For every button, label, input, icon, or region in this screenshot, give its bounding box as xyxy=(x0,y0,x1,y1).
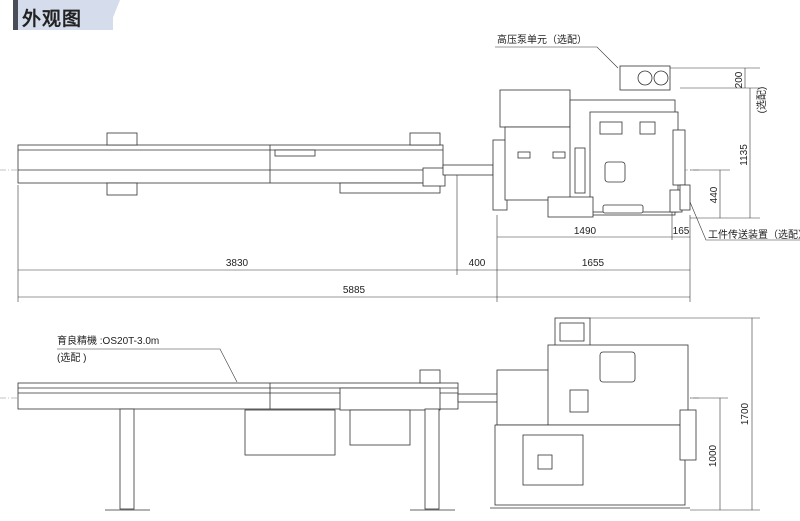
dimensions-top: 200 (选配) 1135 440 1490 165 3830 400 1655… xyxy=(17,67,768,302)
section-header xyxy=(13,0,113,30)
dim-165: 165 xyxy=(673,226,690,237)
callout-high-pressure-pump: 高压泵单元（选配） xyxy=(497,33,587,46)
top-view: 200 (选配) 1135 440 1490 165 3830 400 1655… xyxy=(0,33,800,302)
dim-1490: 1490 xyxy=(574,226,597,237)
dim-200: 200 xyxy=(734,71,745,88)
bar-feeder-front xyxy=(17,369,499,511)
dim-1700: 1700 xyxy=(740,402,751,425)
dimensions-front: 1700 1000 xyxy=(590,317,760,511)
dim-1135: 1135 xyxy=(739,144,750,166)
callout-bar-feeder: 育良精機 :OS20T-3.0m xyxy=(57,334,159,347)
page-title: 外观图 xyxy=(22,9,83,30)
bar-feeder-top xyxy=(17,132,494,196)
dim-3830: 3830 xyxy=(226,258,249,269)
section-header-tail xyxy=(108,0,120,30)
front-view: 育良精機 :OS20T-3.0m (选配 ) xyxy=(0,317,760,511)
callout-workpiece-transfer: 工件传送装置（选配） xyxy=(708,228,800,241)
machine-top xyxy=(492,65,691,218)
dim-440: 440 xyxy=(709,186,720,203)
dim-5885: 5885 xyxy=(343,285,366,296)
dim-200-note: (选配) xyxy=(755,87,768,114)
callout-bar-feeder-note: (选配 ) xyxy=(57,351,86,364)
dim-1655: 1655 xyxy=(582,258,605,269)
dim-1000: 1000 xyxy=(708,444,719,467)
machine-front xyxy=(490,317,697,509)
dim-400: 400 xyxy=(469,258,486,269)
